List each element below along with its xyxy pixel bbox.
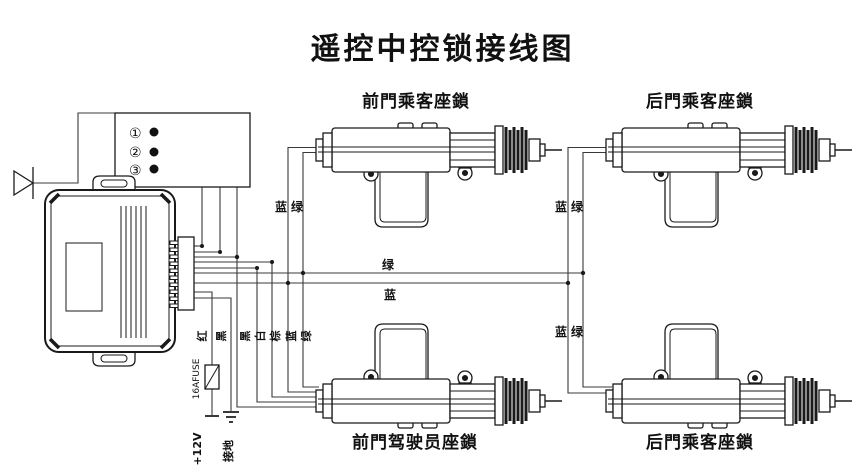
control-unit	[44, 175, 176, 367]
wire-label-right-top-blue: 蓝	[555, 199, 567, 214]
label-front-passenger-lock: 前門乘客座鎖	[362, 91, 470, 112]
wire-label-trunk-blue: 蓝	[384, 287, 396, 302]
actuator-front-passenger	[314, 121, 564, 229]
connector	[169, 236, 195, 311]
remote-button-3: ③	[129, 163, 142, 179]
ground-label: 接地	[221, 440, 235, 462]
terminal-dot-3	[149, 164, 159, 174]
fuse-label: 16AFUSE	[192, 358, 202, 399]
harness-label-white: 白	[253, 331, 267, 342]
harness-label-green: 绿	[299, 330, 313, 342]
unit-display	[65, 242, 103, 312]
ground-wire	[194, 297, 232, 411]
wire-label-left-blue: 蓝	[275, 199, 287, 214]
wire-label-left-green: 绿	[291, 199, 304, 214]
wire-label-right-bottom-green: 绿	[571, 324, 584, 339]
wire-label-red: 红	[195, 331, 209, 342]
junction-dots	[200, 244, 586, 286]
terminal-dot-1	[149, 127, 159, 137]
actuator-front-driver	[314, 322, 564, 430]
actuator-rear-passenger-bottom	[604, 322, 854, 430]
power-label: +12V	[191, 432, 204, 466]
antenna-icon	[13, 167, 35, 199]
label-rear-passenger-lock-bottom: 后門乘客座鎖	[646, 432, 754, 453]
terminal-dot-2	[149, 147, 159, 157]
antenna-wire	[33, 112, 115, 184]
harness-label-brown: 棕	[268, 331, 282, 343]
page-title: 遥控中控锁接线图	[310, 32, 575, 67]
wire-label-right-bottom-blue: 蓝	[555, 324, 567, 339]
actuator-rear-passenger-top	[604, 121, 854, 229]
wire-label-black: 黑	[215, 331, 228, 342]
unit-corner-accents	[48, 192, 172, 350]
wire-label-trunk-green: 绿	[382, 257, 395, 272]
fuse	[204, 364, 220, 390]
red-power-wire	[194, 291, 213, 365]
receiver-box: ① ② ③	[114, 112, 251, 188]
label-front-driver-lock: 前門驾驶员座鎖	[352, 432, 478, 453]
wire-label-right-top-green: 绿	[571, 199, 584, 214]
harness-label-blue: 蓝	[284, 331, 298, 342]
remote-button-1: ①	[129, 126, 142, 142]
label-rear-passenger-lock-top: 后門乘客座鎖	[646, 91, 754, 112]
remote-button-2: ②	[129, 145, 142, 161]
unit-hatch	[120, 206, 147, 338]
harness-label-black: 黑	[239, 331, 252, 342]
